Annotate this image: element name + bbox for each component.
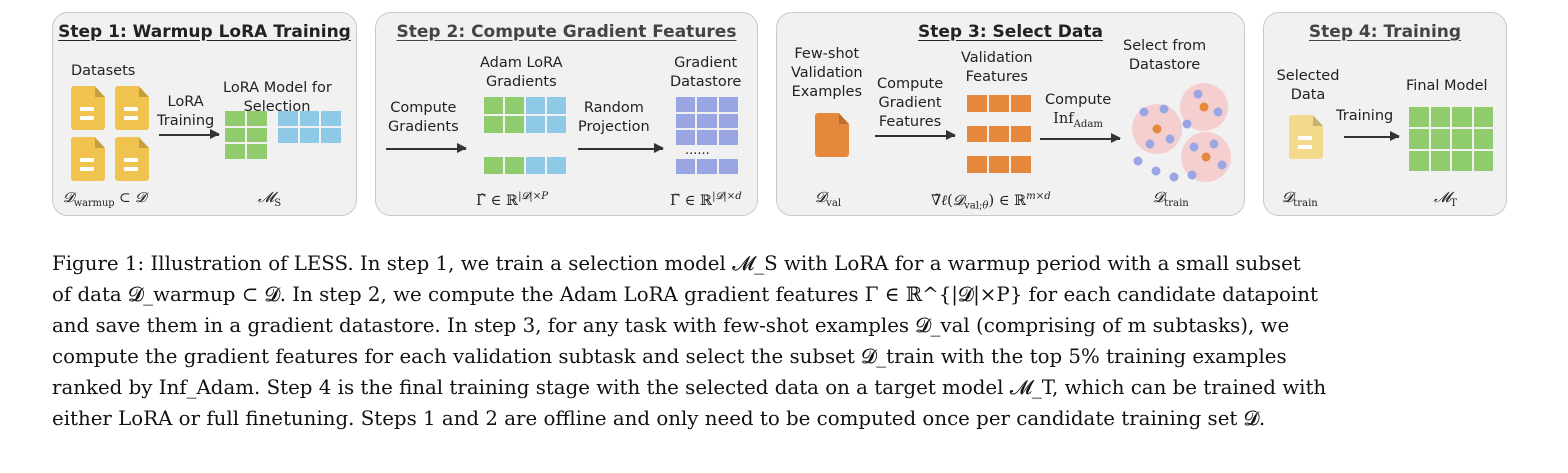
caption-line-5: ranked by Inf_Adam. Step 4 is the final …: [52, 376, 1327, 399]
d-train-label-step4: 𝓓train: [1282, 190, 1318, 209]
selection-scatter: [1132, 83, 1231, 182]
lora-blue-matrix: [278, 111, 341, 143]
d-train-sub: train: [1164, 197, 1189, 209]
validation-feature-matrix: [967, 95, 1031, 173]
selected-data-line1: Selected: [1276, 68, 1340, 84]
compute-gradients-arrow: [386, 144, 467, 152]
random-projection-line1: Random: [583, 100, 644, 116]
step3-title: Step 3: Select Data: [918, 22, 1103, 42]
training-arrow: [1344, 132, 1400, 140]
selected-data-line2: Data: [1290, 87, 1326, 103]
fewshot-line3: Examples: [791, 84, 863, 100]
caption-line-3: and save them in a gradient datastore. I…: [52, 314, 1290, 337]
fewshot-label: Few-shot Validation Examples: [791, 45, 863, 102]
caption-line-6: either LoRA or full finetuning. Steps 1 …: [52, 407, 1266, 430]
step1-panel: Step 1: Warmup LoRA Training Datasets Lo…: [52, 12, 357, 216]
m-t-sub: T: [1450, 197, 1458, 209]
select-from-line1: Select from: [1123, 38, 1207, 54]
d-warmup-label: 𝓓warmup ⊂ 𝓓: [63, 190, 146, 209]
select-from-line2: Datastore: [1128, 57, 1201, 73]
compute-features-line2: Gradient: [878, 95, 942, 111]
adam-gradient-matrix: [484, 97, 566, 133]
random-projection-label: Random Projection: [578, 99, 650, 137]
random-projection-line2: Projection: [578, 119, 650, 135]
gamma-tilde-formula: Γ̃ ∈ ℝ|𝓓|×d: [670, 191, 742, 209]
adam-gradient-row: [484, 157, 566, 174]
validation-features-line2: Features: [965, 69, 1028, 85]
adam-lora-line2: Gradients: [485, 74, 557, 90]
d-val-label: 𝓓val: [815, 190, 842, 209]
d-warmup-sub: warmup: [73, 197, 115, 209]
d-train-sub-step4: train: [1293, 197, 1318, 209]
compute-inf-label: Compute InfAdam: [1045, 91, 1111, 134]
figure-caption: Figure 1: Illustration of LESS. In step …: [52, 248, 1527, 434]
lora-training-line2: Training: [157, 113, 215, 129]
validation-doc-icon: [815, 113, 849, 157]
gradient-datastore-line1: Gradient: [674, 55, 738, 71]
fewshot-line1: Few-shot: [794, 46, 860, 62]
datastore-row: [676, 159, 738, 174]
lora-training-line1: LoRA: [167, 94, 204, 110]
compute-features-line3: Features: [878, 114, 942, 130]
compute-inf-arrow: [1040, 134, 1121, 142]
caption-line-4: compute the gradient features for each v…: [52, 345, 1287, 368]
gradient-datastore-line2: Datastore: [670, 74, 742, 90]
step4-title: Step 4: Training: [1308, 22, 1462, 42]
lora-green-matrix: [225, 111, 267, 159]
caption-line-1: Figure 1: Illustration of LESS. In step …: [52, 252, 1301, 275]
datastore-matrix: [676, 97, 738, 145]
gamma-hat-formula: Γ̂ ∈ ℝ|𝓓|×P: [476, 191, 549, 209]
validation-features-line1: Validation: [961, 50, 1033, 66]
compute-gradients-line1: Compute: [390, 100, 457, 116]
m-s-label: 𝓜S: [258, 190, 282, 209]
dataset-doc-icon: [115, 137, 149, 181]
grad-loss-formula: ∇̃ℓ(𝓓val;θ) ∈ ℝm×d: [931, 191, 1051, 212]
step1-title: Step 1: Warmup LoRA Training: [58, 22, 351, 42]
selected-data-label: Selected Data: [1272, 67, 1344, 105]
step2-panel: Step 2: Compute Gradient Features Comput…: [375, 12, 758, 216]
step4-panel: Step 4: Training Selected Data Training …: [1263, 12, 1507, 216]
dataset-doc-icon: [71, 137, 105, 181]
datasets-label: Datasets: [71, 63, 136, 79]
lora-training-label: LoRA Training: [157, 93, 214, 131]
random-projection-arrow: [578, 144, 664, 152]
dataset-doc-icon: [115, 86, 149, 130]
lora-model-line1: LoRA Model for: [223, 80, 332, 96]
adam-lora-label: Adam LoRA Gradients: [480, 54, 563, 92]
adam-lora-line1: Adam LoRA: [480, 55, 563, 71]
caption-line-2: of data 𝓓_warmup ⊂ 𝓓. In step 2, we comp…: [52, 283, 1318, 306]
validation-features-label: Validation Features: [961, 49, 1033, 87]
inf-sub: Adam: [1073, 118, 1103, 130]
datastore-ellipsis: ......: [685, 143, 710, 158]
compute-gradients-line2: Gradients: [388, 119, 459, 135]
final-model-matrix: [1409, 107, 1493, 171]
select-from-label: Select from Datastore: [1123, 37, 1206, 75]
compute-features-arrow: [875, 131, 956, 139]
compute-inf-line1: Compute: [1045, 92, 1112, 108]
d-val-sub: val: [826, 197, 842, 209]
dataset-doc-icon: [71, 86, 105, 130]
step2-title: Step 2: Compute Gradient Features: [396, 22, 737, 42]
compute-features-line1: Compute: [877, 76, 944, 92]
selected-doc-icon: [1289, 115, 1323, 159]
m-t-label: 𝓜T: [1434, 190, 1458, 209]
lora-training-arrow: [159, 130, 220, 138]
inf-symbol: Inf: [1053, 111, 1074, 127]
compute-gradients-label: Compute Gradients: [388, 99, 459, 137]
fewshot-line2: Validation: [791, 65, 863, 81]
gradient-datastore-label: Gradient Datastore: [670, 54, 741, 92]
final-model-label: Final Model: [1406, 78, 1488, 94]
training-label: Training: [1336, 108, 1394, 124]
step3-panel: Step 3: Select Data Few-shot Validation …: [776, 12, 1245, 216]
m-s-sub: S: [274, 197, 282, 209]
d-train-label: 𝓓train: [1153, 190, 1189, 209]
compute-features-label: Compute Gradient Features: [877, 75, 943, 132]
